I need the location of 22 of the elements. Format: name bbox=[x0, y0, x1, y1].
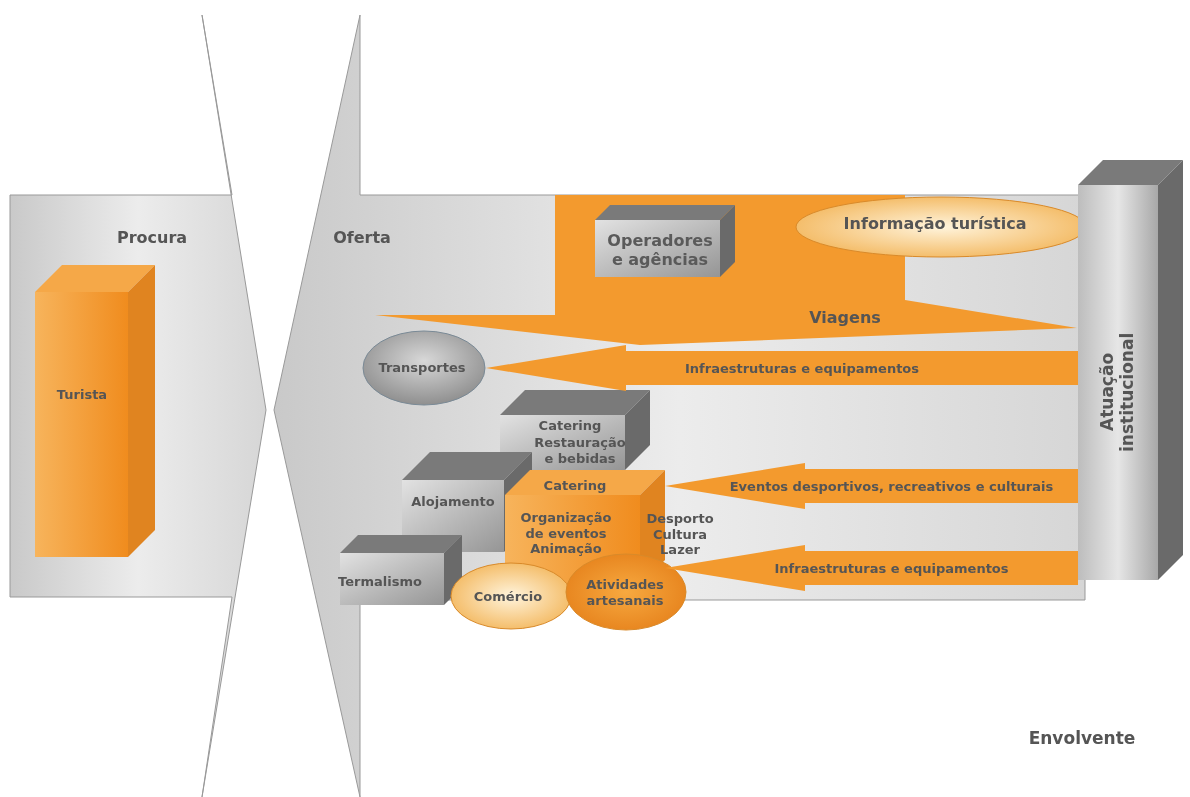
box-label: Comércio bbox=[473, 589, 543, 605]
section-heading: Oferta bbox=[333, 228, 391, 248]
edge-label: Eventos desportivos, recreativos e culturais bbox=[729, 478, 1054, 494]
box-label: Informação turística bbox=[843, 214, 1027, 234]
box-label: Atividades artesanais bbox=[586, 577, 664, 609]
box-label: Transportes bbox=[378, 360, 466, 376]
box-label: Operadores e agências bbox=[607, 230, 713, 270]
box-label: Organização de eventos Animação bbox=[519, 509, 613, 557]
box-label: Restauração e bebidas bbox=[534, 435, 626, 467]
edge-label: Infraestruturas e equipamentos bbox=[774, 560, 1009, 576]
section-heading: Procura bbox=[116, 228, 188, 248]
box-label: Atuação institucional bbox=[1096, 331, 1138, 454]
edge-label: Infraestruturas e equipamentos bbox=[685, 360, 919, 376]
block-arrow bbox=[665, 545, 1078, 591]
arrow-label: Viagens bbox=[809, 308, 881, 328]
box-label: Catering bbox=[538, 418, 602, 434]
box-label: Turista bbox=[56, 387, 108, 403]
box-label: Termalismo bbox=[338, 574, 422, 590]
box-label: Catering bbox=[543, 478, 607, 494]
corner-label: Envolvente bbox=[1028, 728, 1136, 748]
block-arrow bbox=[486, 345, 1078, 391]
box-label: Alojamento bbox=[411, 494, 495, 510]
